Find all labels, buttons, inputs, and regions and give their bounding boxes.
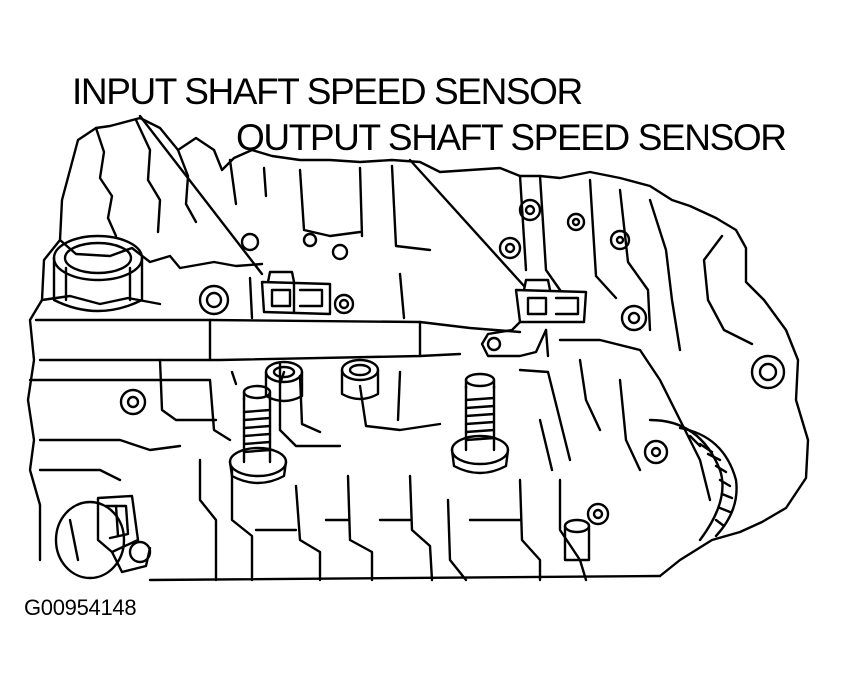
output-shaft-speed-sensor <box>482 280 586 356</box>
right-housing-detail <box>520 176 737 560</box>
passages <box>150 364 660 580</box>
left-stud-bolt <box>230 372 286 483</box>
input-shaft-speed-sensor <box>262 272 353 314</box>
mounting-bosses <box>121 200 784 524</box>
right-stud-bolt <box>452 374 508 473</box>
connector-bottom-left <box>56 496 150 578</box>
leader-lines <box>140 116 524 286</box>
transaxle-case-outline <box>28 118 808 576</box>
input-shaft-speed-sensor-label: INPUT SHAFT SPEED SENSOR <box>72 71 583 112</box>
valve-body-plate <box>30 160 520 480</box>
output-shaft-speed-sensor-label: OUTPUT SHAFT SPEED SENSOR <box>236 117 787 158</box>
left-bore <box>54 236 142 311</box>
output-sensor-leader <box>410 160 524 286</box>
figure-id: G00954148 <box>24 595 137 620</box>
input-sensor-leader <box>140 116 262 274</box>
